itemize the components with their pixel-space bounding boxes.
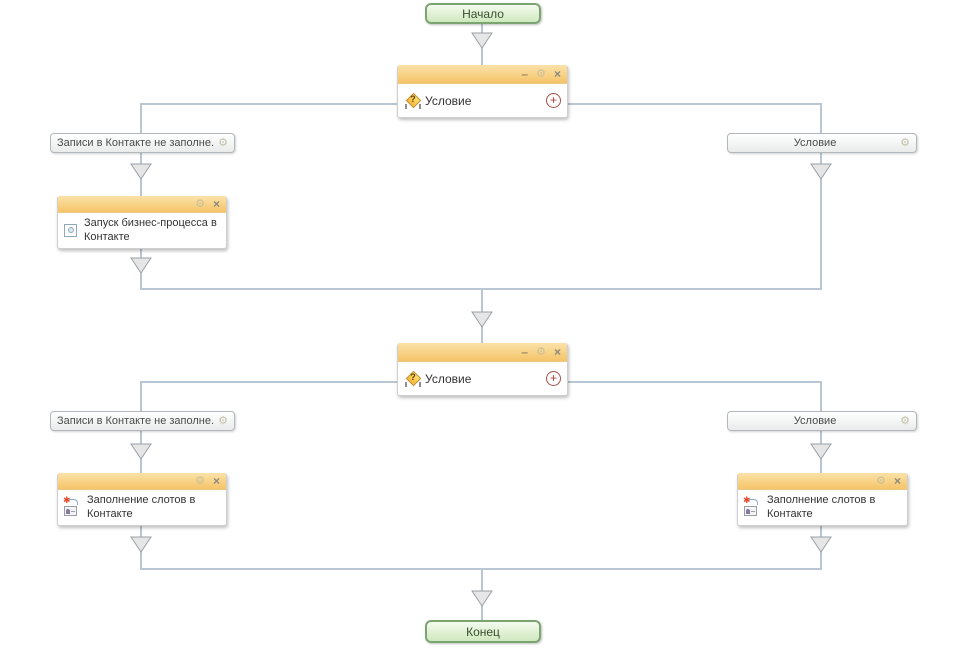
block-header: – ⚙ × bbox=[398, 65, 567, 84]
connector-line bbox=[140, 288, 822, 290]
gear-icon[interactable]: ⚙ bbox=[536, 345, 546, 358]
arrow-down-icon[interactable] bbox=[130, 163, 152, 180]
minimize-icon[interactable]: – bbox=[521, 345, 529, 359]
branch-pill-bottom-left[interactable]: Записи в Контакте не заполне... ⚙ bbox=[50, 411, 235, 431]
branch-label: Записи в Контакте не заполне... bbox=[57, 137, 215, 149]
action-label: Заполнение слотов в Контакте bbox=[87, 494, 196, 521]
arrow-down-icon[interactable] bbox=[130, 257, 152, 274]
minimize-icon[interactable]: – bbox=[521, 67, 529, 81]
condition-block-top[interactable]: – ⚙ × ? Условие + bbox=[397, 65, 568, 118]
block-header: – ⚙ × bbox=[398, 343, 567, 362]
start-label: Начало bbox=[462, 6, 504, 21]
branch-label: Условие bbox=[793, 415, 837, 427]
action-label: Запуск бизнес-процесса в Контакте bbox=[84, 217, 217, 244]
end-label: Конец bbox=[466, 624, 500, 639]
condition-icon: ? bbox=[404, 370, 422, 387]
arrow-down-icon[interactable] bbox=[810, 536, 832, 553]
end-node: Конец bbox=[425, 620, 541, 643]
gear-icon[interactable]: ⚙ bbox=[195, 474, 205, 487]
close-icon[interactable]: × bbox=[212, 474, 220, 488]
connector-line bbox=[140, 568, 822, 570]
block-body: ? Условие + bbox=[398, 84, 567, 117]
add-branch-button[interactable]: + bbox=[546, 93, 561, 108]
action-label: Заполнение слотов в Контакте bbox=[767, 494, 876, 521]
arrow-down-icon[interactable] bbox=[471, 32, 493, 49]
block-body: ✱ Заполнение слотов в Контакте bbox=[58, 490, 226, 525]
start-node: Начало bbox=[425, 3, 541, 24]
arrow-down-icon[interactable] bbox=[130, 536, 152, 553]
action-block-run-bp[interactable]: ⚙ × Запуск бизнес-процесса в Контакте bbox=[57, 196, 227, 249]
branch-label: Условие bbox=[793, 137, 837, 149]
branch-label: Записи в Контакте не заполне... bbox=[57, 415, 215, 427]
gear-icon[interactable]: ⚙ bbox=[536, 67, 546, 80]
connector-line bbox=[820, 153, 822, 290]
gear-icon[interactable]: ⚙ bbox=[900, 414, 910, 427]
add-branch-button[interactable]: + bbox=[546, 371, 561, 386]
arrow-down-icon[interactable] bbox=[471, 311, 493, 328]
block-header: ⚙ × bbox=[58, 473, 226, 490]
gear-icon[interactable]: ⚙ bbox=[218, 136, 228, 149]
condition-block-bottom[interactable]: – ⚙ × ? Условие + bbox=[397, 343, 568, 396]
arrow-down-icon[interactable] bbox=[471, 590, 493, 607]
condition-title: Условие bbox=[425, 93, 472, 108]
arrow-down-icon[interactable] bbox=[810, 443, 832, 460]
branch-pill-top-left[interactable]: Записи в Контакте не заполне... ⚙ bbox=[50, 133, 235, 153]
connector-line bbox=[820, 381, 822, 411]
branch-pill-top-right[interactable]: Условие ⚙ bbox=[727, 133, 917, 153]
fill-slots-icon: ✱ bbox=[63, 496, 81, 517]
business-process-icon bbox=[64, 223, 77, 237]
arrow-down-icon[interactable] bbox=[130, 443, 152, 460]
close-icon[interactable]: × bbox=[893, 474, 901, 488]
connector-line bbox=[820, 103, 822, 133]
block-header: ⚙ × bbox=[738, 473, 907, 490]
close-icon[interactable]: × bbox=[553, 345, 561, 359]
gear-icon[interactable]: ⚙ bbox=[876, 474, 886, 487]
connector-line bbox=[140, 103, 397, 105]
arrow-down-icon[interactable] bbox=[810, 163, 832, 180]
block-body: ✱ Заполнение слотов в Контакте bbox=[738, 490, 907, 525]
condition-title: Условие bbox=[425, 371, 472, 386]
block-body: Запуск бизнес-процесса в Контакте bbox=[58, 213, 226, 248]
gear-icon[interactable]: ⚙ bbox=[900, 136, 910, 149]
close-icon[interactable]: × bbox=[212, 197, 220, 211]
gear-icon[interactable]: ⚙ bbox=[195, 197, 205, 210]
connector-line bbox=[568, 103, 822, 105]
connector-line bbox=[568, 381, 822, 383]
action-block-fill-slots-left[interactable]: ⚙ × ✱ Заполнение слотов в Контакте bbox=[57, 473, 227, 526]
action-block-fill-slots-right[interactable]: ⚙ × ✱ Заполнение слотов в Контакте bbox=[737, 473, 908, 526]
close-icon[interactable]: × bbox=[553, 67, 561, 81]
block-header: ⚙ × bbox=[58, 196, 226, 213]
branch-pill-bottom-right[interactable]: Условие ⚙ bbox=[727, 411, 917, 431]
connector-line bbox=[140, 381, 142, 411]
gear-icon[interactable]: ⚙ bbox=[218, 414, 228, 427]
connector-line bbox=[140, 103, 142, 133]
connector-line bbox=[140, 381, 397, 383]
condition-icon: ? bbox=[404, 92, 422, 109]
fill-slots-icon: ✱ bbox=[743, 496, 761, 517]
block-body: ? Условие + bbox=[398, 362, 567, 395]
